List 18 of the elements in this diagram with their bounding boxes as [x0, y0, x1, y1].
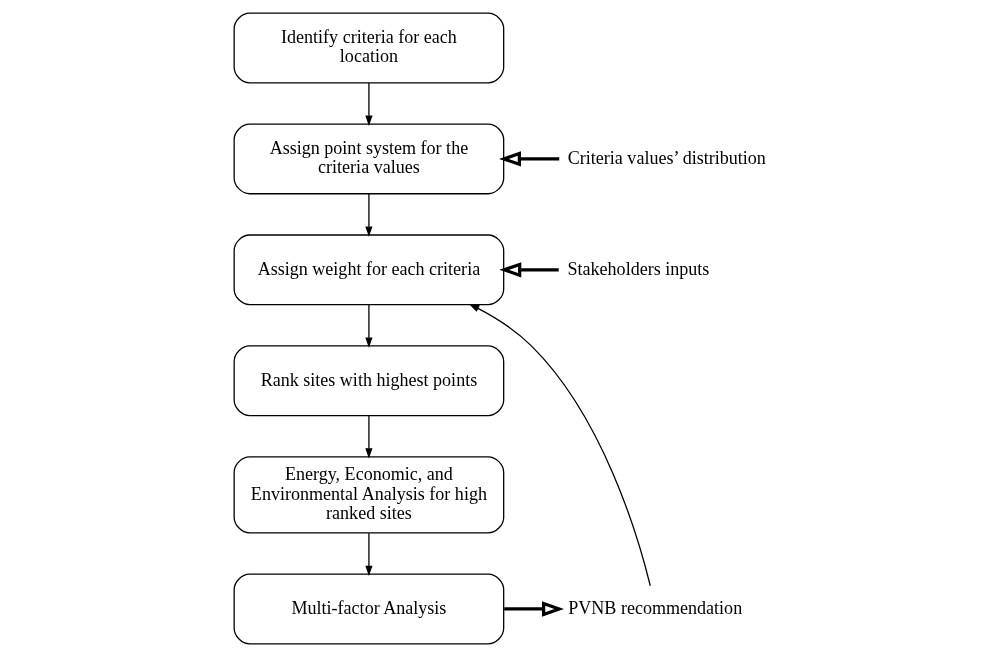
node-text: PVNB recommendation [567, 597, 742, 618]
node-text: Stakeholders inputs [567, 258, 709, 279]
node-text: Criteria values’ distribution [567, 147, 766, 168]
arrow [364, 82, 373, 126]
node-box: Assign weight for each criteria [233, 234, 504, 306]
arrow [364, 415, 373, 459]
arrow [364, 304, 373, 348]
node-box: Assign point system for the criteria values [233, 123, 504, 195]
node-box: Energy, Economic, and Environmental Analysis for high ranked sites [233, 456, 504, 534]
arrow [364, 193, 373, 237]
node-box: Rank sites with highest points [233, 345, 504, 417]
arrow [503, 601, 564, 617]
node-box: Identify criteria for each location [233, 12, 504, 84]
node-box: Multi-factor Analysis [233, 573, 504, 645]
arrow [364, 532, 373, 577]
arrow [498, 262, 559, 278]
arrow [498, 151, 559, 167]
arrow [468, 303, 651, 587]
